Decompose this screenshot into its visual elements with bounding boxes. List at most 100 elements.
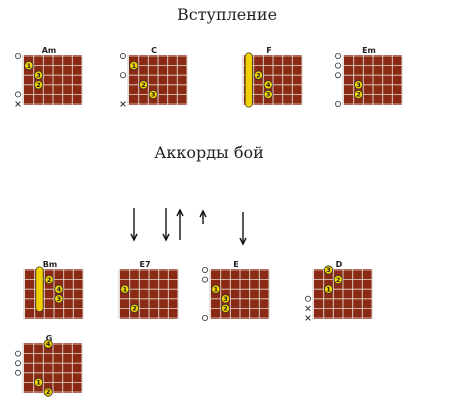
open-string-marker <box>120 72 126 79</box>
finger-number: 1 <box>214 285 219 293</box>
finger-number: 1 <box>123 285 128 293</box>
finger-dot <box>33 377 44 388</box>
muted-string-marker <box>305 305 311 312</box>
fretboard: 123 <box>120 53 188 107</box>
finger-dot <box>43 339 53 349</box>
open-string-marker <box>335 53 341 59</box>
fretboard: 24 3 <box>23 266 84 319</box>
open-string-marker <box>15 91 21 98</box>
fretboard: 412 <box>15 339 83 397</box>
finger-number: 3 <box>151 91 156 99</box>
finger-dot <box>353 89 364 100</box>
finger-dot <box>54 284 64 294</box>
finger-number: 4 <box>46 340 51 348</box>
chord-name: C <box>151 46 157 55</box>
finger-number: 3 <box>266 91 271 99</box>
chord-name: E7 <box>139 260 151 269</box>
muted-string-marker <box>15 101 21 107</box>
finger-number: 2 <box>132 305 137 313</box>
finger-dot <box>120 284 130 294</box>
nut <box>209 269 211 319</box>
finger-number: 2 <box>47 276 52 284</box>
finger-dot <box>323 265 334 275</box>
finger-number: 2 <box>336 276 341 284</box>
barre-marker <box>35 266 44 312</box>
finger-number: 3 <box>36 71 41 79</box>
nut <box>23 269 25 319</box>
finger-number: 4 <box>57 285 62 293</box>
open-string-marker <box>335 72 341 79</box>
finger-dot <box>253 70 264 80</box>
open-string-marker <box>202 267 208 273</box>
finger-number: 1 <box>132 62 137 70</box>
finger-number: 3 <box>57 295 62 303</box>
nut <box>342 55 344 105</box>
finger-dot <box>33 80 44 90</box>
nut <box>22 55 24 105</box>
chord-name: Am <box>41 46 57 55</box>
finger-number: 1 <box>27 62 32 70</box>
finger-number: 3 <box>223 295 228 303</box>
finger-dot <box>353 80 364 90</box>
finger-dot <box>138 80 149 90</box>
chord-name: Bm <box>42 260 58 269</box>
fretboard: 13 2 <box>15 53 83 107</box>
open-string-marker <box>15 360 21 367</box>
fretboard: 12 <box>118 269 179 319</box>
strum-arrow-down-head <box>162 233 170 242</box>
open-string-marker <box>15 350 21 357</box>
chord-name: G <box>45 334 53 343</box>
finger-number: 4 <box>266 81 271 89</box>
nut <box>118 269 120 319</box>
open-string-marker <box>202 276 208 283</box>
finger-dot <box>211 284 221 294</box>
fretboard: 321 <box>305 265 373 321</box>
finger-number: 3 <box>356 81 361 89</box>
finger-dot <box>148 89 158 100</box>
nut <box>312 269 314 319</box>
fretboard: 13 2 <box>202 267 270 322</box>
chord-name: E <box>233 260 239 269</box>
finger-dot <box>323 284 334 294</box>
finger-number: 2 <box>256 71 261 79</box>
strum-arrow-up-head <box>199 209 207 218</box>
nut <box>22 343 24 393</box>
finger-number: 1 <box>326 285 331 293</box>
chord-name: D <box>335 260 343 269</box>
nut <box>127 55 129 105</box>
fretboard: 24 3 <box>242 52 303 108</box>
finger-dot <box>129 303 140 314</box>
finger-dot <box>33 70 44 80</box>
open-string-marker <box>15 369 21 376</box>
open-string-marker <box>335 101 341 108</box>
finger-dot <box>129 61 139 71</box>
muted-string-marker <box>120 101 126 107</box>
finger-dot <box>54 294 64 304</box>
finger-dot <box>220 294 231 304</box>
finger-dot <box>44 275 54 285</box>
strum-arrow-down-head <box>130 233 138 242</box>
finger-number: 2 <box>223 305 228 313</box>
finger-number: 3 <box>326 266 331 274</box>
finger-dot <box>43 387 53 397</box>
open-string-marker <box>335 62 341 69</box>
nut <box>242 55 244 105</box>
finger-dot <box>263 89 273 100</box>
strum-arrow-up-head <box>176 208 184 217</box>
finger-dot <box>220 303 231 314</box>
strum-arrow-down-head <box>239 237 247 246</box>
finger-dot <box>263 80 273 90</box>
finger-dot <box>24 61 34 71</box>
chord-name: F <box>266 46 272 55</box>
fretboard: 32 <box>335 53 403 108</box>
finger-number: 2 <box>36 81 41 89</box>
finger-number: 1 <box>36 379 41 387</box>
